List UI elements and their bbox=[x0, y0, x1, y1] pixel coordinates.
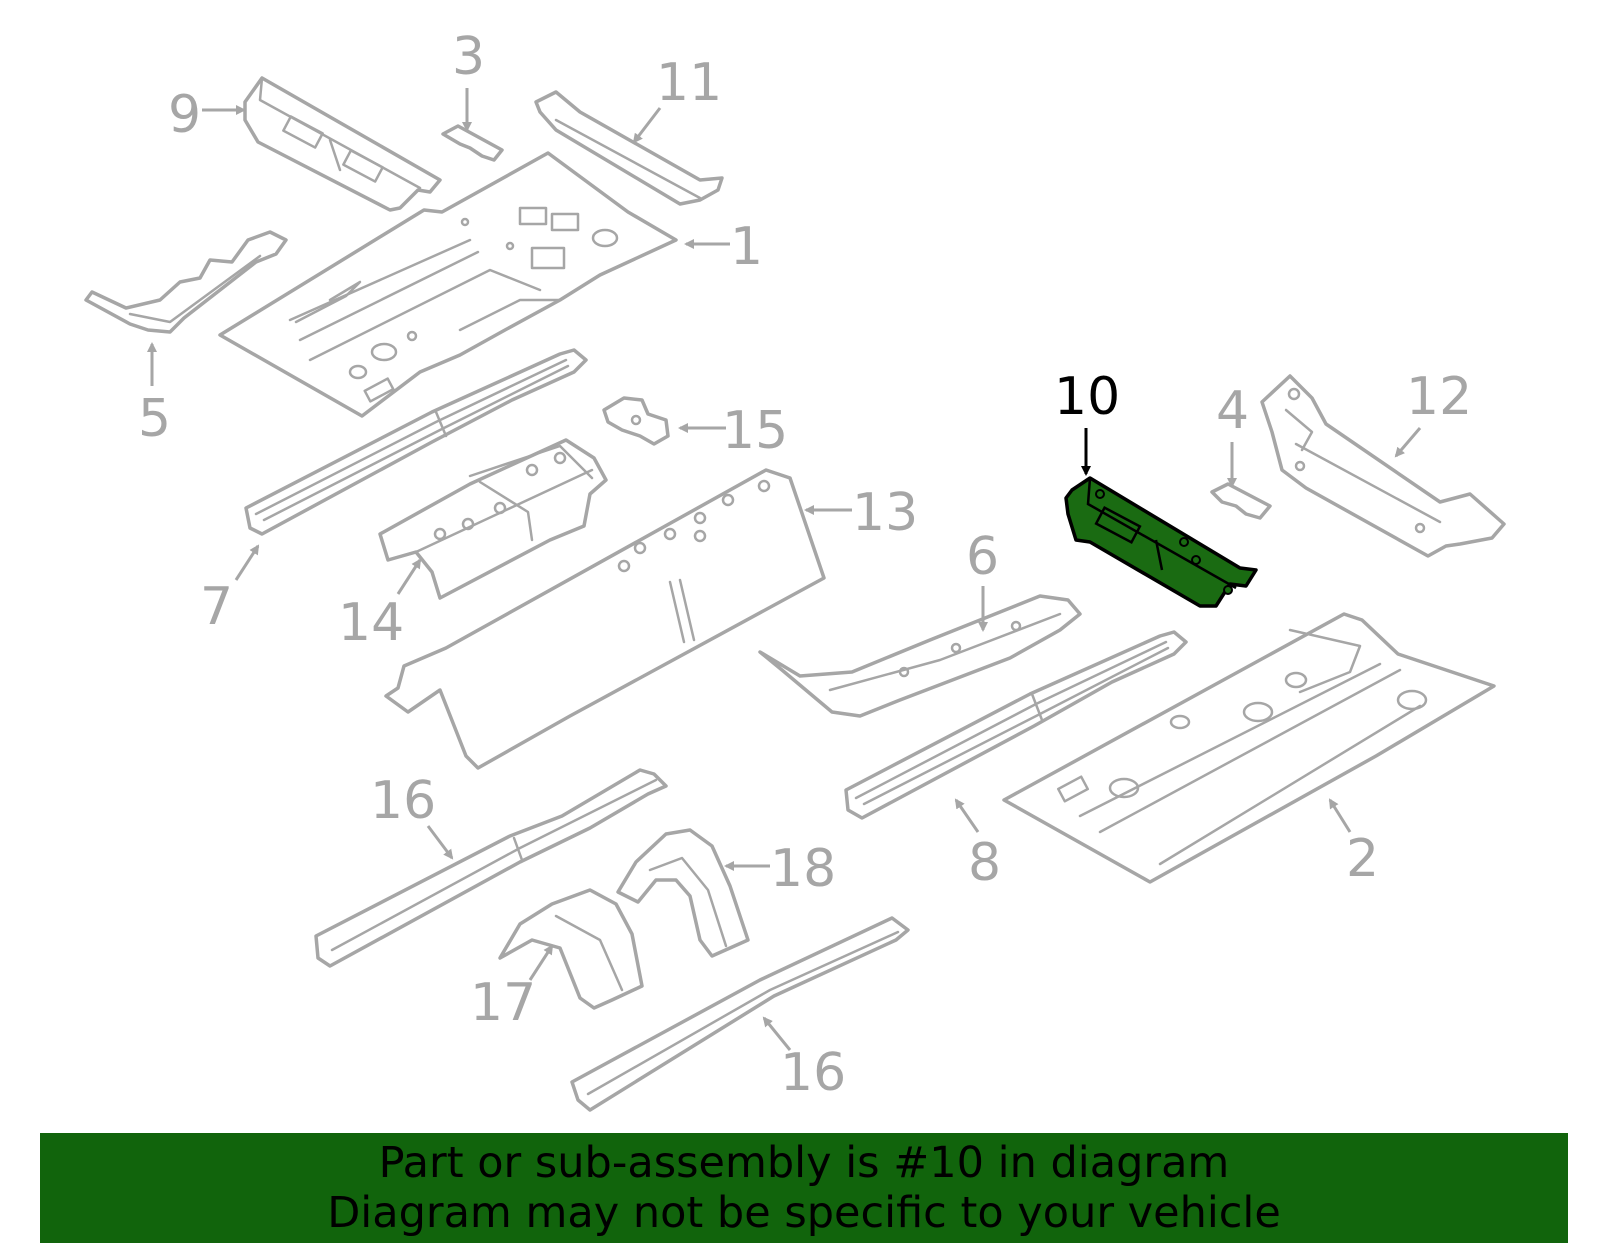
callout-6: 6 bbox=[966, 527, 999, 587]
callout-11: 11 bbox=[656, 53, 722, 113]
part-13 bbox=[384, 468, 826, 770]
part-1 bbox=[218, 151, 678, 418]
part-18 bbox=[616, 828, 750, 958]
part-9 bbox=[243, 76, 442, 212]
part-14 bbox=[378, 438, 608, 600]
part-5 bbox=[84, 230, 288, 334]
callout-8: 8 bbox=[968, 833, 1001, 893]
callout-2: 2 bbox=[1346, 829, 1379, 889]
part-15 bbox=[602, 396, 670, 446]
callout-13: 13 bbox=[852, 483, 918, 543]
callout-14: 14 bbox=[338, 593, 404, 653]
part-12 bbox=[1260, 374, 1506, 558]
callout-10: 10 bbox=[1054, 367, 1120, 427]
callout-16-upper: 16 bbox=[370, 771, 436, 831]
part-17 bbox=[498, 888, 644, 1010]
info-banner: Part or sub-assembly is #10 in diagram D… bbox=[40, 1133, 1568, 1243]
callout-7: 7 bbox=[200, 577, 233, 637]
callout-arrows bbox=[147, 88, 1422, 1051]
callout-15: 15 bbox=[722, 401, 788, 461]
part-16-upper bbox=[314, 768, 668, 968]
parts-diagram: 9 3 11 1 5 15 13 7 14 6 10 4 12 8 2 16 1… bbox=[84, 27, 1506, 1112]
banner-line-2: Diagram may not be specific to your vehi… bbox=[327, 1188, 1281, 1238]
part-3 bbox=[441, 124, 504, 162]
callout-3: 3 bbox=[452, 27, 485, 87]
callout-12: 12 bbox=[1406, 367, 1472, 427]
part-7 bbox=[244, 348, 588, 536]
callout-4: 4 bbox=[1216, 381, 1249, 441]
callout-9: 9 bbox=[168, 85, 201, 145]
banner-line-1: Part or sub-assembly is #10 in diagram bbox=[378, 1138, 1230, 1188]
part-11 bbox=[534, 90, 724, 206]
part-6 bbox=[758, 594, 1082, 718]
callout-16-lower: 16 bbox=[780, 1043, 846, 1103]
part-2 bbox=[1002, 612, 1496, 884]
callout-17: 17 bbox=[470, 973, 536, 1033]
callout-5: 5 bbox=[138, 389, 171, 449]
part-10-highlighted bbox=[1064, 476, 1258, 608]
part-8 bbox=[844, 630, 1188, 820]
part-4 bbox=[1210, 482, 1272, 520]
callout-1: 1 bbox=[730, 217, 763, 277]
callout-18: 18 bbox=[770, 839, 836, 899]
part-16-lower bbox=[570, 916, 910, 1112]
